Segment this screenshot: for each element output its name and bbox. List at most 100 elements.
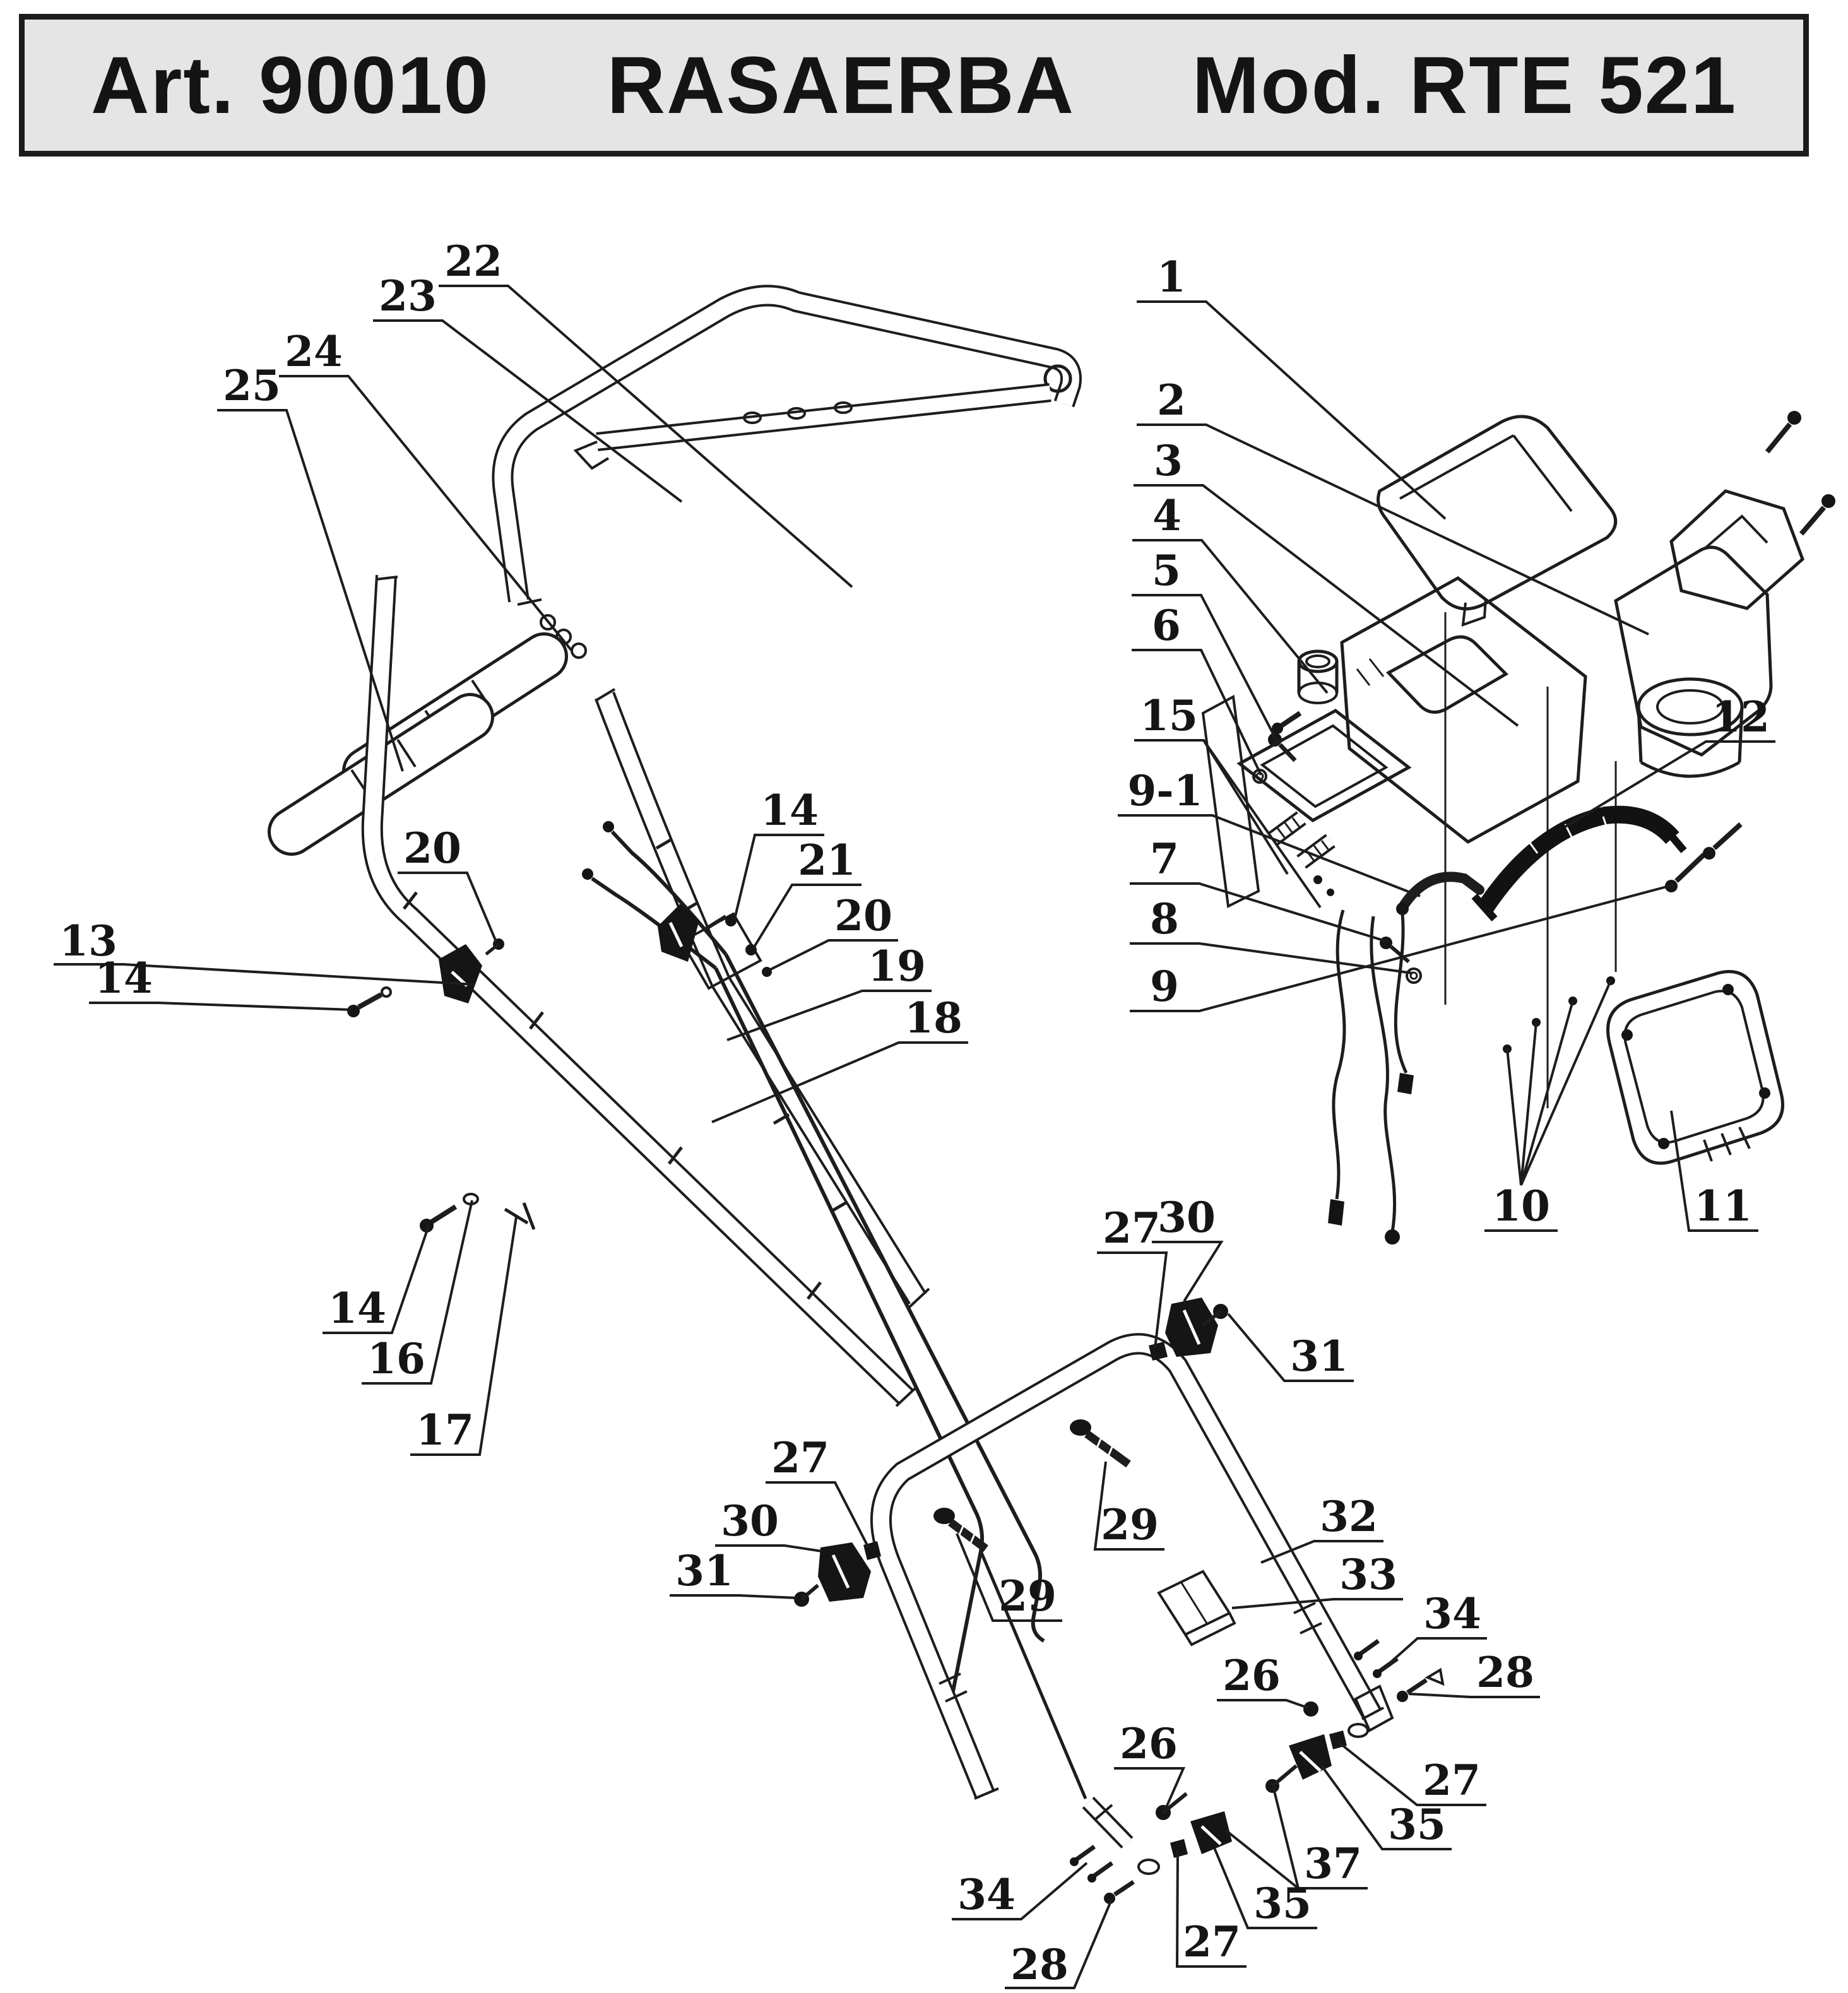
part-label-16-27: 16 <box>367 1334 425 1383</box>
leader-line <box>766 1481 870 1548</box>
leader-line <box>1520 980 1612 1186</box>
leader-line <box>398 872 497 942</box>
leader-line <box>1097 1251 1168 1349</box>
part-label-34-40: 34 <box>1423 1589 1481 1638</box>
upper-handle-loop-art <box>492 285 1082 659</box>
part-label-37-45: 37 <box>1304 1839 1362 1888</box>
leader-line <box>1175 1850 1247 1968</box>
part-label-5-8: 5 <box>1152 546 1181 595</box>
leader-line <box>1130 884 1674 1012</box>
leader-line <box>1118 814 1421 897</box>
part-label-3-6: 3 <box>1154 436 1183 485</box>
handle-tubes-art <box>361 575 930 1407</box>
part-label-19-24: 19 <box>868 942 926 991</box>
part-label-28-41: 28 <box>1476 1648 1534 1697</box>
leader-line <box>956 1533 1062 1622</box>
part-label-25-3: 25 <box>223 361 281 410</box>
model-number: Mod. RTE 521 <box>1192 40 1737 131</box>
part-label-30-37: 30 <box>721 1496 779 1546</box>
part-label-22-0: 22 <box>444 237 502 286</box>
part-label-20-20: 20 <box>403 824 461 873</box>
part-label-14-19: 14 <box>95 954 153 1003</box>
part-label-27-36: 27 <box>771 1433 829 1482</box>
leader-line <box>373 319 683 503</box>
part-label-29-32: 29 <box>1101 1500 1159 1549</box>
part-label-29-33: 29 <box>998 1571 1057 1621</box>
part-label-15-10: 15 <box>1140 691 1198 740</box>
title-plate: Art. 90010 RASAERBA Mod. RTE 521 <box>19 14 1809 157</box>
leader-line <box>1202 739 1322 909</box>
leader-line <box>1132 594 1277 740</box>
product-name: RASAERBA <box>607 40 1075 131</box>
leader-line <box>54 963 475 986</box>
part-label-2-5: 2 <box>1157 376 1186 425</box>
leader-line <box>1130 942 1413 974</box>
leader-line <box>1114 1767 1186 1811</box>
leader-line <box>752 884 862 949</box>
leader-line <box>1134 484 1519 727</box>
leader-line <box>1382 1637 1487 1670</box>
part-label-31-38: 31 <box>675 1546 733 1595</box>
diagram-artwork <box>268 285 1835 1904</box>
leader-line <box>1130 882 1388 943</box>
part-label-28-49: 28 <box>1010 1940 1069 1989</box>
part-label-27-29: 27 <box>1103 1203 1161 1253</box>
part-label-4-7: 4 <box>1152 491 1182 540</box>
leader-line <box>89 1002 352 1011</box>
leader-line <box>439 285 853 588</box>
leader-line <box>726 990 932 1041</box>
leader-line <box>1132 539 1329 694</box>
part-label-31-31: 31 <box>1290 1332 1348 1381</box>
lower-handle-art <box>794 1298 1445 1904</box>
article-number: Art. 90010 <box>91 40 490 131</box>
part-label-18-25: 18 <box>904 993 962 1043</box>
leader-line <box>1260 1540 1383 1564</box>
leader-line <box>1137 300 1447 520</box>
part-label-21-22: 21 <box>798 836 856 885</box>
part-label-10-16: 10 <box>1492 1181 1550 1231</box>
leader-line <box>1213 1847 1317 1929</box>
leader-line <box>733 834 824 920</box>
part-label-23-1: 23 <box>379 271 437 321</box>
leader-line <box>670 1594 797 1599</box>
leader-line <box>715 1544 822 1552</box>
part-label-12-11: 12 <box>1712 692 1770 742</box>
leader-line <box>1137 423 1649 636</box>
part-label-8-14: 8 <box>1150 894 1179 943</box>
leader-line <box>1231 1598 1403 1609</box>
leader-line <box>1520 1022 1537 1186</box>
part-label-26-42: 26 <box>1120 1719 1178 1768</box>
part-label-6-9: 6 <box>1152 601 1181 650</box>
part-label-11-17: 11 <box>1694 1181 1752 1231</box>
part-label-33-35: 33 <box>1339 1550 1397 1599</box>
switch-assembly-art <box>1201 411 1835 1245</box>
part-label-9-15: 9 <box>1150 962 1179 1011</box>
leader-line <box>1320 1765 1452 1850</box>
leader-line <box>952 1862 1088 1920</box>
part-label-27-48: 27 <box>1183 1917 1241 1966</box>
leader-line <box>1670 1110 1758 1232</box>
foam-grips-art <box>268 632 568 856</box>
part-label-17-28: 17 <box>416 1405 474 1455</box>
part-label-9-1-12: 9-1 <box>1127 766 1202 815</box>
latch-cluster-art <box>347 904 772 1233</box>
leader-line <box>1217 1699 1308 1709</box>
part-label-30-30: 30 <box>1158 1193 1216 1242</box>
leader-line <box>711 1041 968 1123</box>
part-label-35-44: 35 <box>1388 1800 1446 1849</box>
leader-line <box>1152 1241 1224 1303</box>
part-label-14-26: 14 <box>328 1284 386 1333</box>
leader-line <box>769 939 898 971</box>
leader-line <box>217 409 404 772</box>
part-label-35-47: 35 <box>1253 1879 1312 1928</box>
leader-line <box>362 1200 473 1385</box>
part-label-34-46: 34 <box>957 1870 1016 1919</box>
part-label-7-13: 7 <box>1150 834 1179 884</box>
leader-line <box>1093 1461 1164 1551</box>
part-label-1-4: 1 <box>1157 252 1186 302</box>
part-label-32-34: 32 <box>1320 1492 1378 1541</box>
part-label-14-21: 14 <box>761 786 819 835</box>
leader-line <box>1132 649 1262 776</box>
